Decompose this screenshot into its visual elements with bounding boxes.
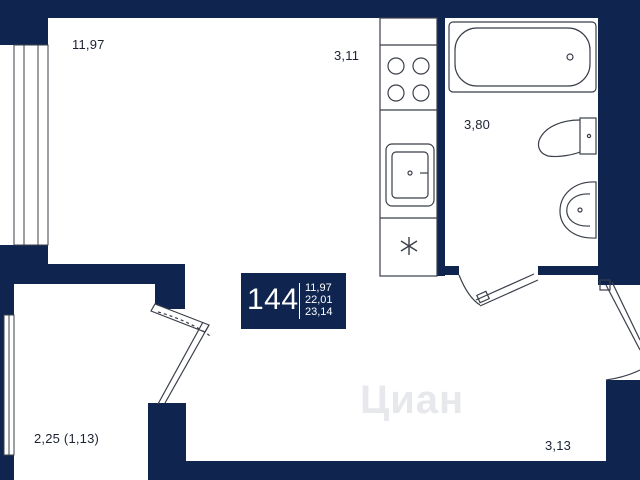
wall-living-bottom bbox=[0, 264, 185, 284]
loggia-door[interactable] bbox=[150, 303, 211, 405]
room-area-kitchen: 3,11 bbox=[334, 48, 360, 63]
watermark-logo: Циан bbox=[360, 378, 465, 422]
wall-top bbox=[0, 0, 640, 18]
kitchen-unit bbox=[379, 17, 438, 277]
windows bbox=[3, 44, 49, 456]
room-area-loggia: 2,25 (1,13) bbox=[34, 431, 100, 446]
bathroom-door[interactable] bbox=[458, 273, 539, 307]
doors bbox=[150, 273, 640, 405]
wall-left-mid bbox=[0, 245, 48, 267]
room-area-living: 11,97 bbox=[72, 37, 105, 52]
wall-right-lower bbox=[606, 380, 640, 480]
wall-left-bottom-cap bbox=[0, 455, 14, 480]
refrigerator-snowflake-icon bbox=[400, 237, 418, 255]
total-area-value: 23,14 bbox=[305, 306, 333, 318]
washbasin-icon bbox=[559, 181, 597, 239]
window-living bbox=[13, 44, 49, 246]
wall-bottom bbox=[148, 461, 640, 480]
kitchen-counter bbox=[379, 17, 438, 277]
wall-bath-bottom-b bbox=[538, 266, 606, 275]
entrance-door[interactable] bbox=[599, 279, 640, 381]
apartment-badge: 144 11,97 22,01 23,14 bbox=[241, 273, 346, 329]
bathroom-fixtures bbox=[448, 21, 597, 239]
wall-pier bbox=[155, 264, 185, 309]
room-area-bathroom: 3,80 bbox=[464, 117, 491, 132]
wall-right bbox=[598, 0, 640, 285]
wall-left-upper bbox=[0, 0, 48, 45]
sink-icon bbox=[385, 143, 435, 207]
room-area-hallway: 3,13 bbox=[545, 438, 572, 453]
bathtub-icon bbox=[448, 21, 597, 93]
living-area-value: 11,97 bbox=[305, 282, 332, 294]
toilet-icon bbox=[537, 117, 597, 158]
stove-icon bbox=[387, 57, 430, 102]
badge-divider bbox=[299, 283, 300, 319]
room-total-value: 22,01 bbox=[305, 294, 333, 306]
apartment-number: 144 bbox=[247, 283, 299, 316]
badge-areas: 11,97 22,01 23,14 bbox=[305, 282, 333, 318]
wall-bath-left bbox=[437, 18, 445, 276]
wall-bath-bottom-a bbox=[437, 266, 459, 275]
